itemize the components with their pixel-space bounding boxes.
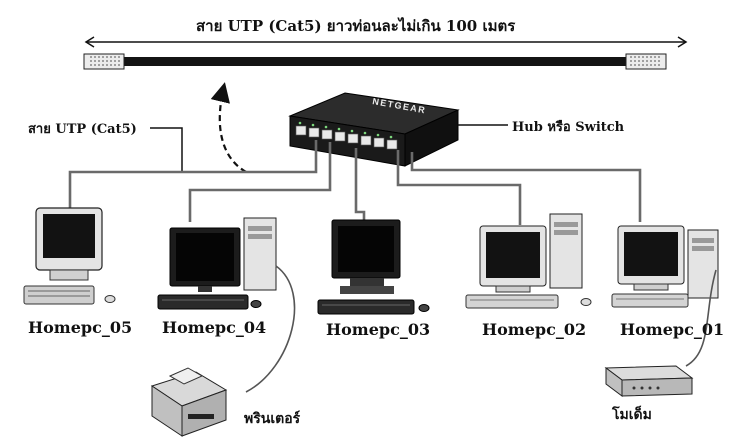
utp-cable: [83, 53, 667, 70]
dashed-curved-arrow: [210, 82, 247, 173]
homepc-01-label: Homepc_01: [620, 320, 725, 339]
printer: [150, 367, 228, 437]
computer-homepc-02: [465, 213, 592, 309]
utp-cable-label: สาย UTP (Cat5): [28, 122, 137, 137]
computer-homepc-04: [157, 217, 277, 310]
computer-homepc-05: [23, 207, 116, 305]
network-switch: NETGEAR: [288, 92, 460, 167]
cable-length-label: สาย UTP (Cat5) ยาวท่อนละไม่เกิน 100 เมตร: [196, 17, 516, 35]
printer-label: พรินเตอร์: [244, 411, 301, 427]
computer-homepc-01: [611, 225, 719, 308]
modem-label: โมเด็ม: [612, 407, 652, 423]
homepc-02-label: Homepc_02: [482, 320, 587, 339]
homepc-05-label: Homepc_05: [28, 318, 133, 337]
printer-cable: [245, 265, 296, 393]
homepc-04-label: Homepc_04: [162, 318, 267, 337]
cable-label-leader: [150, 127, 183, 172]
computer-homepc-03: [317, 219, 430, 315]
length-dimension-line: [84, 36, 688, 48]
homepc-03-label: Homepc_03: [326, 320, 431, 339]
modem-cable: [685, 269, 717, 367]
hub-switch-label: Hub หรือ Switch: [512, 120, 625, 135]
network-cables: [68, 140, 642, 225]
modem: [604, 365, 694, 397]
